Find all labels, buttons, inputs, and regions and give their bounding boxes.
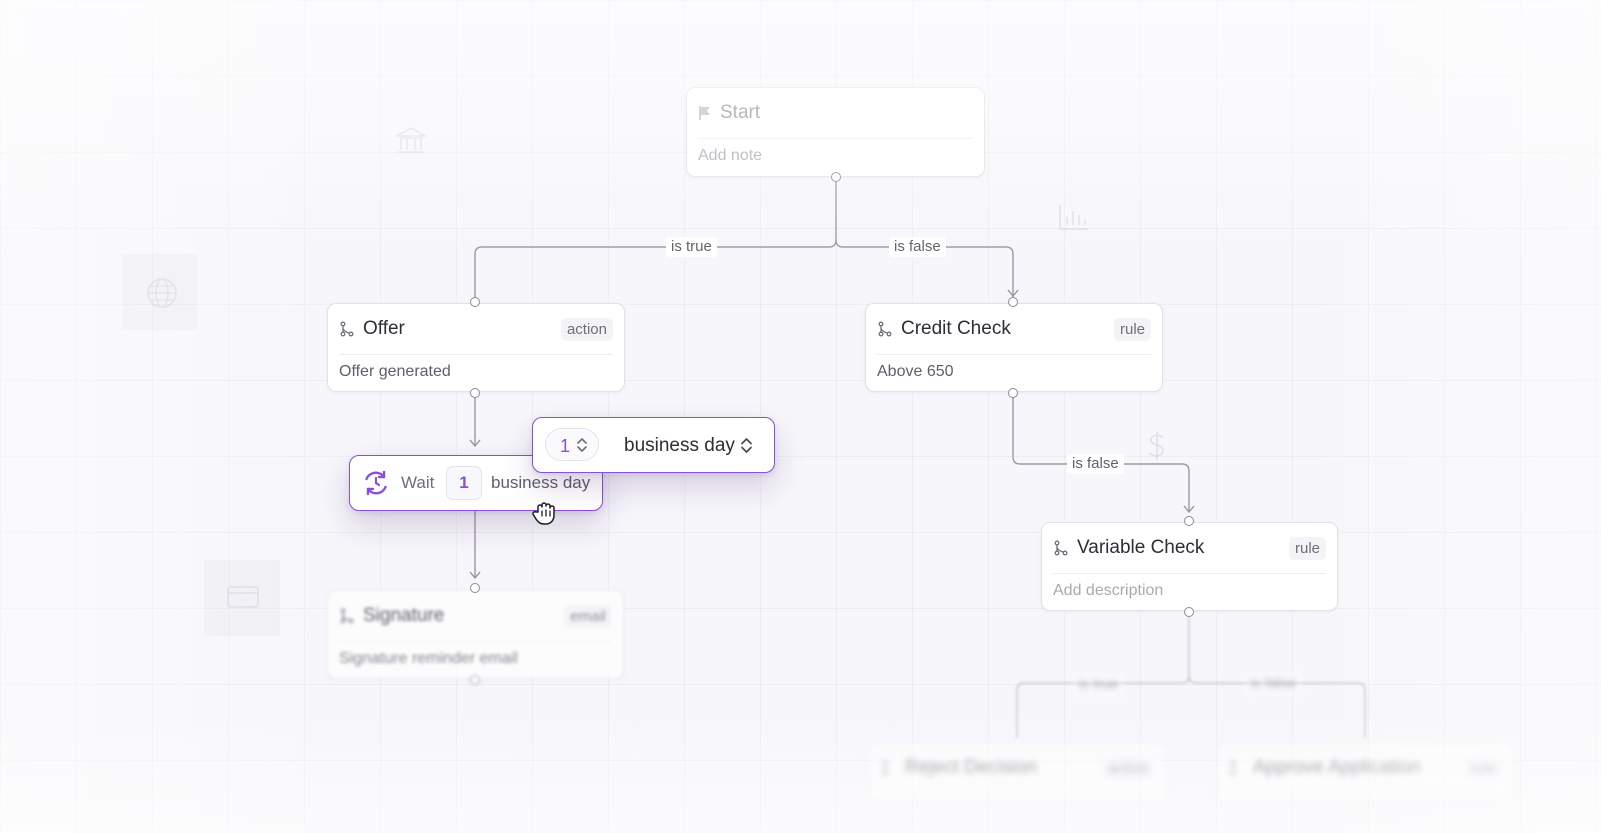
branch-icon (1054, 540, 1068, 556)
wait-duration-popover: 1 business day (532, 417, 775, 473)
offer-node-title: Offer (363, 318, 405, 339)
variable-check-node[interactable]: Variable Check rule Add description (1041, 522, 1338, 611)
variable-check-tag: rule (1288, 536, 1326, 560)
start-output-port[interactable] (831, 172, 841, 182)
edge-label-is-false[interactable]: is false (889, 237, 946, 257)
signature-node-description[interactable]: Signature reminder email (339, 650, 518, 667)
credit-check-input-port[interactable] (1008, 297, 1018, 307)
wait-label: Wait (401, 473, 435, 492)
branch-icon (340, 321, 354, 337)
stepper-chevrons-icon[interactable] (576, 437, 588, 453)
credit-check-header: Credit Check rule (877, 304, 1151, 355)
edge-label-is-false[interactable]: is false (1067, 454, 1124, 474)
edge-label-is-true[interactable]: is true (1073, 675, 1124, 695)
offer-node-header: Offer action (339, 304, 613, 355)
variable-check-output-port[interactable] (1184, 607, 1194, 617)
credit-check-output-port[interactable] (1008, 388, 1018, 398)
offer-input-port[interactable] (470, 297, 480, 307)
offer-output-port[interactable] (470, 388, 480, 398)
signature-node-header: Signature email (339, 591, 612, 642)
edge-label-is-false[interactable]: is false (1245, 674, 1302, 694)
offer-node-description[interactable]: Offer generated (339, 363, 451, 380)
wait-node[interactable]: Wait 1 business day (349, 455, 603, 511)
branch-icon (340, 608, 354, 624)
start-node-header: Start (698, 88, 973, 139)
flag-icon (699, 106, 710, 120)
start-node[interactable]: Start Add note (686, 87, 985, 177)
grab-cursor-icon (532, 502, 555, 525)
refresh-clock-icon (365, 470, 387, 496)
background-tile (204, 560, 280, 636)
variable-check-description-placeholder[interactable]: Add description (1053, 582, 1164, 599)
approve-application-tag: rule (1464, 756, 1502, 780)
offer-node[interactable]: Offer action Offer generated (327, 303, 625, 392)
reject-decision-tag: action (1101, 756, 1154, 780)
credit-check-tag: rule (1113, 317, 1151, 341)
wait-unit-label[interactable]: business day (491, 473, 591, 492)
duration-amount-value: 1 (560, 436, 571, 456)
edge-label-is-true[interactable]: is true (666, 237, 717, 257)
offer-node-tag: action (560, 317, 613, 341)
branch-icon (1230, 760, 1236, 776)
reject-decision-node[interactable]: Reject Decision action (869, 742, 1166, 802)
reject-decision-title: Reject Decision (905, 757, 1037, 778)
select-chevrons-icon[interactable] (740, 437, 753, 454)
variable-check-title: Variable Check (1077, 537, 1205, 558)
duration-amount-stepper[interactable]: 1 (545, 428, 599, 461)
globe-icon (147, 278, 177, 308)
approve-application-node[interactable]: Approve Application rule (1217, 742, 1514, 802)
signature-input-port[interactable] (470, 583, 480, 593)
dollar-icon (1149, 432, 1164, 460)
branch-icon (882, 760, 888, 776)
start-note-placeholder[interactable]: Add note (698, 147, 763, 164)
signature-node-title: Signature (363, 605, 445, 626)
approve-application-header: Approve Application rule (1229, 743, 1502, 794)
variable-check-header: Variable Check rule (1053, 523, 1326, 574)
credit-check-node[interactable]: Credit Check rule Above 650 (865, 303, 1163, 392)
credit-card-icon (227, 586, 259, 608)
signature-node[interactable]: Signature email Signature reminder email (327, 590, 624, 679)
branch-icon (878, 321, 892, 337)
start-node-title: Start (720, 102, 761, 123)
approve-application-title: Approve Application (1253, 757, 1421, 778)
credit-check-description[interactable]: Above 650 (877, 363, 954, 380)
duration-unit-select[interactable]: business day (624, 435, 735, 456)
edge-start-offer (474, 182, 837, 298)
reject-decision-header: Reject Decision action (881, 743, 1154, 794)
background-tile (122, 254, 198, 330)
signature-output-port[interactable] (470, 675, 480, 685)
wait-amount-input[interactable]: 1 (446, 466, 482, 500)
credit-check-title: Credit Check (901, 318, 1011, 339)
signature-node-tag: email (564, 604, 612, 628)
variable-check-input-port[interactable] (1184, 516, 1194, 526)
